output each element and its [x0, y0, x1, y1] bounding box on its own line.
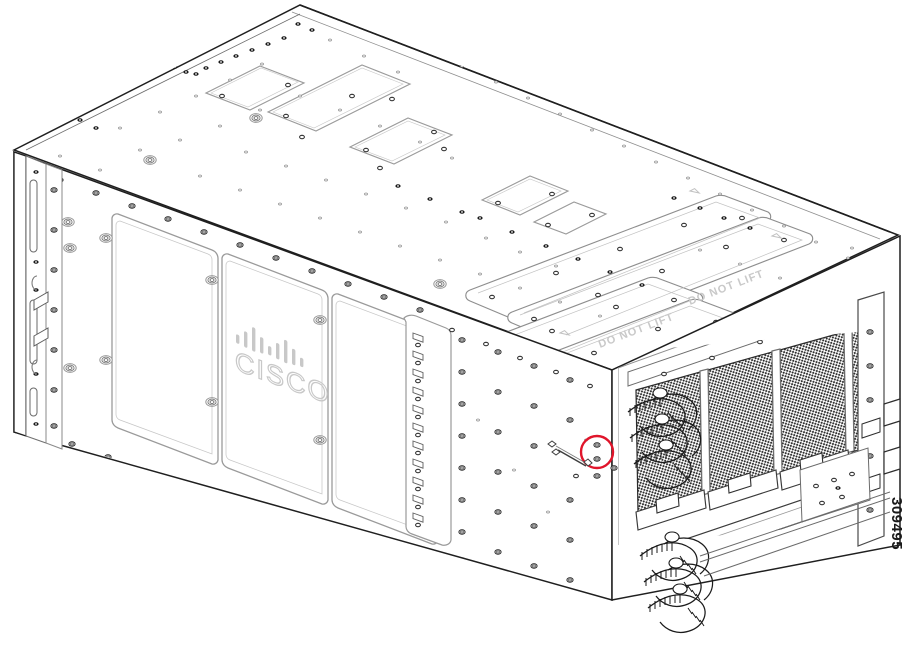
loose-screw-detail: [547, 440, 618, 479]
chassis-top-face: DO NOT LIFT DO NOT LIFT: [12, 4, 900, 371]
top-rail-group: DO NOT LIFT DO NOT LIFT: [397, 187, 814, 368]
vent-slot-column: [403, 314, 452, 546]
cable-bundle-upper: [627, 387, 702, 490]
chassis-side-face: CISCO: [13, 150, 613, 601]
rear-fan-bay: [611, 234, 901, 601]
left-mounting-bracket: [13, 151, 77, 450]
top-access-panel-group: [204, 64, 608, 235]
figure-id-label: 309495: [888, 497, 905, 551]
cable-bundle-lower: [639, 491, 891, 634]
rear-connector-plate: [799, 447, 871, 523]
callout-circle: [579, 434, 615, 470]
